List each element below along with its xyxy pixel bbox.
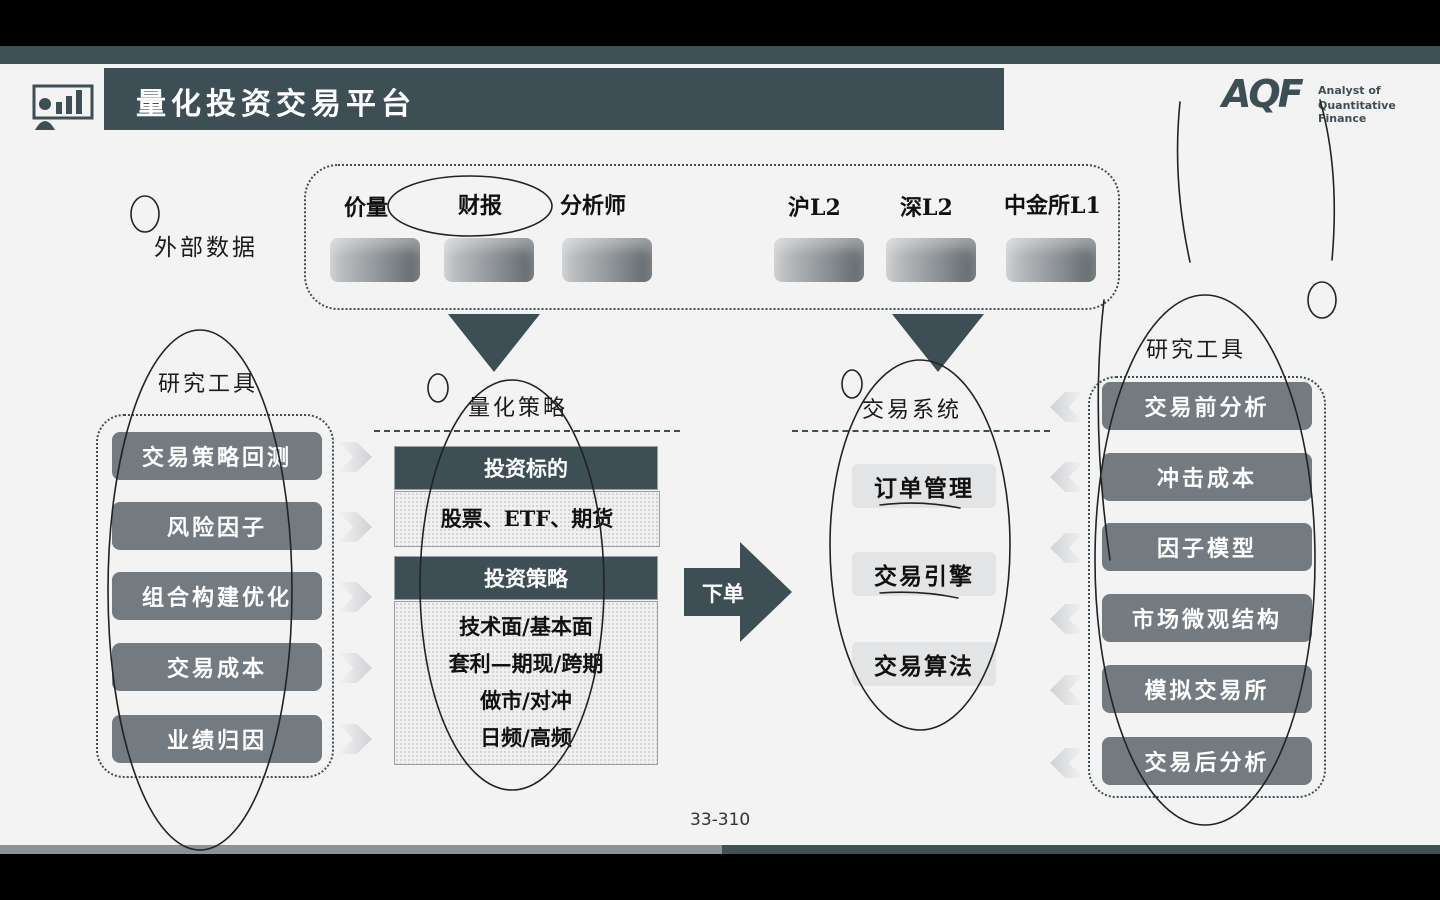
tool-button-microstructure[interactable]: 市场微观结构	[1102, 594, 1312, 642]
page-title: 量化投资交易平台	[136, 87, 416, 122]
database-icon	[886, 238, 976, 282]
strategy-item: 做市/对冲	[480, 688, 572, 713]
external-data-label: 外部数据	[154, 235, 258, 261]
logo-mark: AQF	[1222, 72, 1304, 116]
tool-button-post-trade[interactable]: 交易后分析	[1102, 737, 1312, 785]
investment-strategy-header: 投资策略	[394, 556, 658, 600]
progress-bar	[0, 845, 1440, 854]
right-tools-group	[1088, 376, 1326, 798]
database-icon	[774, 238, 864, 282]
strategy-divider	[374, 430, 680, 432]
right-tools-title: 研究工具	[1146, 338, 1247, 363]
investment-target-header: 投资标的	[394, 446, 658, 490]
strategy-title: 量化策略	[468, 396, 569, 421]
trading-system-divider	[792, 430, 1050, 432]
progress-fill	[0, 845, 722, 854]
order-management: 订单管理	[852, 464, 996, 508]
tool-button-impact-cost[interactable]: 冲击成本	[1102, 453, 1312, 501]
database-icon	[330, 238, 420, 282]
database-icon	[562, 238, 652, 282]
down-arrow-icon	[448, 314, 540, 372]
logo-text-line2: Quantitative Finance	[1318, 99, 1396, 125]
source-label: 分析师	[560, 193, 627, 219]
strategy-item: 技术面/基本面	[459, 614, 593, 639]
source-label: 中金所L1	[1004, 193, 1101, 219]
investment-target-value: 股票、ETF、期货	[440, 506, 614, 531]
source-label: 财报	[458, 193, 503, 219]
strategy-item: 日频/高频	[480, 725, 572, 750]
tool-button-trading-cost[interactable]: 交易成本	[112, 643, 322, 691]
tool-button-factor-model[interactable]: 因子模型	[1102, 523, 1312, 571]
tool-button-portfolio[interactable]: 组合构建优化	[112, 572, 322, 620]
source-label: 价量	[344, 195, 389, 221]
aqf-logo: AQF Analyst of Quantitative Finance	[1222, 72, 1432, 125]
page-number: 33-310	[690, 810, 751, 830]
tool-button-risk-factor[interactable]: 风险因子	[112, 502, 322, 550]
top-bar	[0, 46, 1440, 64]
tool-button-pre-trade[interactable]: 交易前分析	[1102, 382, 1312, 430]
tool-button-sim-exchange[interactable]: 模拟交易所	[1102, 665, 1312, 713]
investment-strategy-cell: 技术面/基本面 套利—期现/跨期 做市/对冲 日频/高频	[394, 601, 658, 765]
logo-text-line1: Analyst of	[1318, 84, 1381, 97]
presenter-icon	[32, 84, 94, 130]
tool-button-attribution[interactable]: 业绩归因	[112, 715, 322, 763]
strategy-item: 套利—期现/跨期	[448, 651, 604, 676]
title-bar	[104, 68, 1004, 130]
order-arrow-icon	[684, 542, 792, 642]
external-data-group	[304, 164, 1120, 310]
investment-target-cell: 股票、ETF、期货	[394, 491, 660, 547]
down-arrow-icon	[892, 314, 984, 372]
source-label: 深L2	[900, 195, 953, 221]
database-icon	[444, 238, 534, 282]
trading-system-title: 交易系统	[862, 398, 963, 423]
order-label: 下单	[702, 581, 744, 606]
trading-algorithm: 交易算法	[852, 642, 996, 686]
left-tools-title: 研究工具	[158, 372, 259, 397]
trading-engine: 交易引擎	[852, 552, 996, 596]
database-icon	[1006, 238, 1096, 282]
source-label: 沪L2	[788, 195, 841, 221]
tool-button-backtest[interactable]: 交易策略回测	[112, 432, 322, 480]
